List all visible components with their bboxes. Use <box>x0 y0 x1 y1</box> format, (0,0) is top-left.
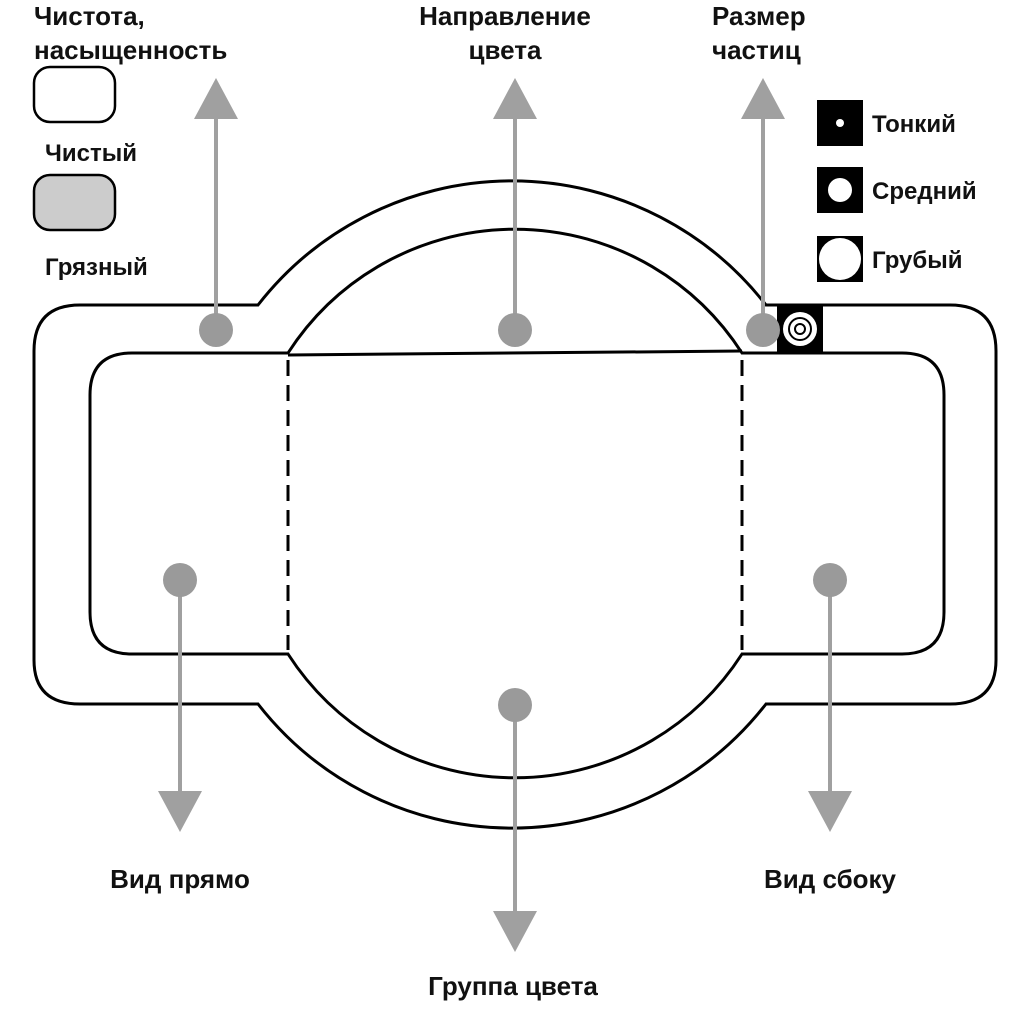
arrow-direction-head <box>493 78 537 119</box>
swatch-clean <box>32 65 117 124</box>
inner-contour <box>88 227 946 780</box>
label-size-line2: частиц <box>712 35 801 65</box>
legend-coarse-icon <box>817 236 863 282</box>
label-view-front: Вид прямо <box>110 864 250 894</box>
label-purity-line2: насыщенность <box>34 35 227 65</box>
legend-clean-label: Чистый <box>45 140 137 167</box>
label-size-line1: Размер <box>712 1 806 31</box>
arrows <box>158 78 852 952</box>
marker-direction <box>498 313 532 347</box>
outer-contour <box>32 179 998 830</box>
markers <box>163 313 847 722</box>
label-color-group: Группа цвета <box>428 971 598 1001</box>
arrow-group-head <box>493 911 537 952</box>
marker-front <box>163 563 197 597</box>
label-view-side: Вид сбоку <box>764 864 897 894</box>
dome-chord <box>287 349 743 357</box>
label-direction-line2: цвета <box>469 35 542 65</box>
arrow-size-head <box>741 78 785 119</box>
arrow-side-head <box>808 791 852 832</box>
marker-side <box>813 563 847 597</box>
label-purity-line1: Чистота, <box>34 1 145 31</box>
swatch-dirty <box>32 173 117 232</box>
legend-fine-label: Тонкий <box>872 111 956 138</box>
particle-size-box <box>777 305 823 353</box>
label-direction-line1: Направление <box>419 1 591 31</box>
legend-dirty-label: Грязный <box>45 254 148 281</box>
arrow-front-head <box>158 791 202 832</box>
legend-medium-label: Средний <box>872 178 977 205</box>
marker-size <box>746 313 780 347</box>
marker-group <box>498 688 532 722</box>
arrow-purity-head <box>194 78 238 119</box>
legend-fine-icon <box>817 100 863 146</box>
legend-medium-icon <box>817 167 863 213</box>
legend-coarse-label: Грубый <box>872 247 962 274</box>
marker-purity <box>199 313 233 347</box>
